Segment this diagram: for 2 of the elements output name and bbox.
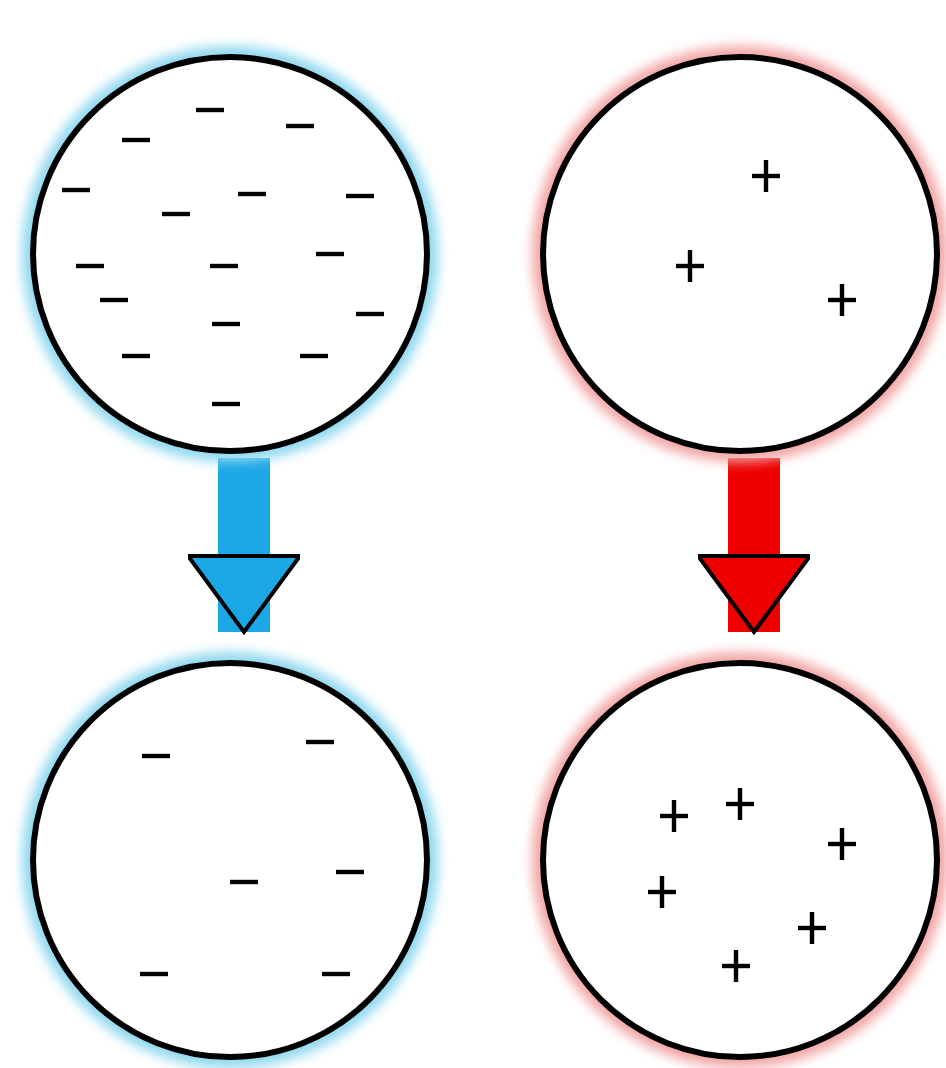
arrow (696, 458, 812, 634)
arrow (186, 458, 302, 634)
